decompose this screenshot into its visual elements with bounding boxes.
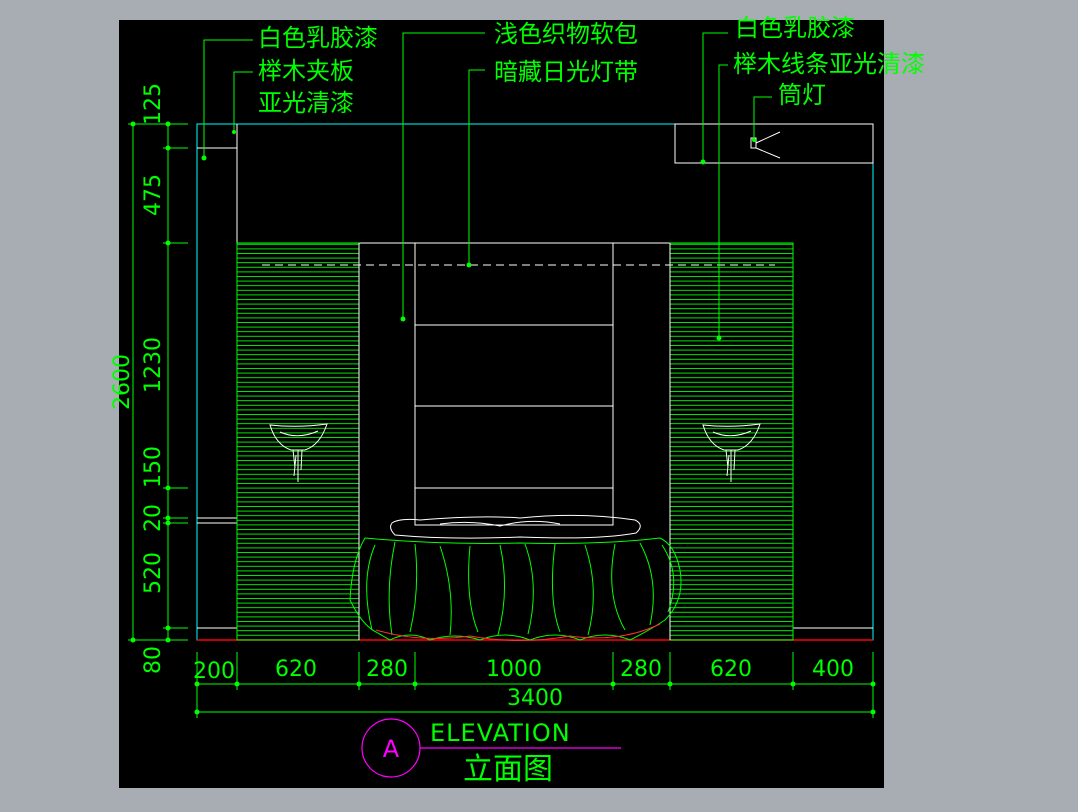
label-fabric-soft-pack: 浅色织物软包 [494,20,638,48]
dim-h-620-right: 620 [710,657,752,682]
dim-v-520: 520 [141,552,166,594]
elevation-tag-letter: A [383,735,400,763]
leader-lines [203,32,772,338]
dim-h-280-left: 280 [366,657,408,682]
elevation-title-block: A ELEVATION 立面图 [361,718,621,787]
left-beech-panel [236,242,360,641]
label-matte-varnish: 亚光清漆 [258,89,354,117]
label-beech-plywood: 榉木夹板 [258,57,354,85]
dim-h-200: 200 [193,659,235,684]
vertical-dimension-lines [128,123,188,641]
horizontal-dimension-texts: 200 620 280 1000 280 620 400 3400 [193,657,854,711]
right-beech-panel [669,242,794,641]
dim-v-total: 2600 [110,354,135,410]
dim-v-125: 125 [141,83,166,125]
label-downlight: 筒灯 [778,81,826,109]
dim-v-20: 20 [141,504,166,532]
dim-v-1230: 1230 [141,337,166,393]
annotation-labels: 白色乳胶漆 榉木夹板 亚光清漆 浅色织物软包 暗藏日光灯带 白色乳胶漆 榉木线条… [258,14,925,117]
dim-h-620-left: 620 [275,657,317,682]
vertical-dimension-texts: 2600 125 475 1230 150 20 520 80 [110,83,166,674]
dim-v-80: 80 [141,646,166,674]
dim-h-280-right: 280 [620,657,662,682]
label-white-latex-paint-left: 白色乳胶漆 [258,24,378,52]
label-white-latex-paint-right: 白色乳胶漆 [735,14,855,42]
dim-h-total: 3400 [507,686,563,711]
dim-v-150: 150 [141,446,166,488]
right-wall-sconce [702,423,761,482]
leader-dots [201,130,756,341]
elevation-title-en: ELEVATION [430,719,571,747]
horizontal-dimension-ticks [194,681,876,715]
left-wall-sconce [269,423,328,482]
dim-v-475: 475 [141,174,166,216]
vertical-dimension-ticks [130,121,171,643]
dim-h-400: 400 [812,657,854,682]
elevation-title-cn: 立面图 [463,752,553,787]
label-hidden-light-strip: 暗藏日光灯带 [494,58,638,86]
bed-drawing [349,514,682,641]
label-beech-moulding: 榉木线条亚光清漆 [733,50,925,78]
dim-h-1000: 1000 [486,657,542,682]
headboard-soft-panel [358,242,671,640]
